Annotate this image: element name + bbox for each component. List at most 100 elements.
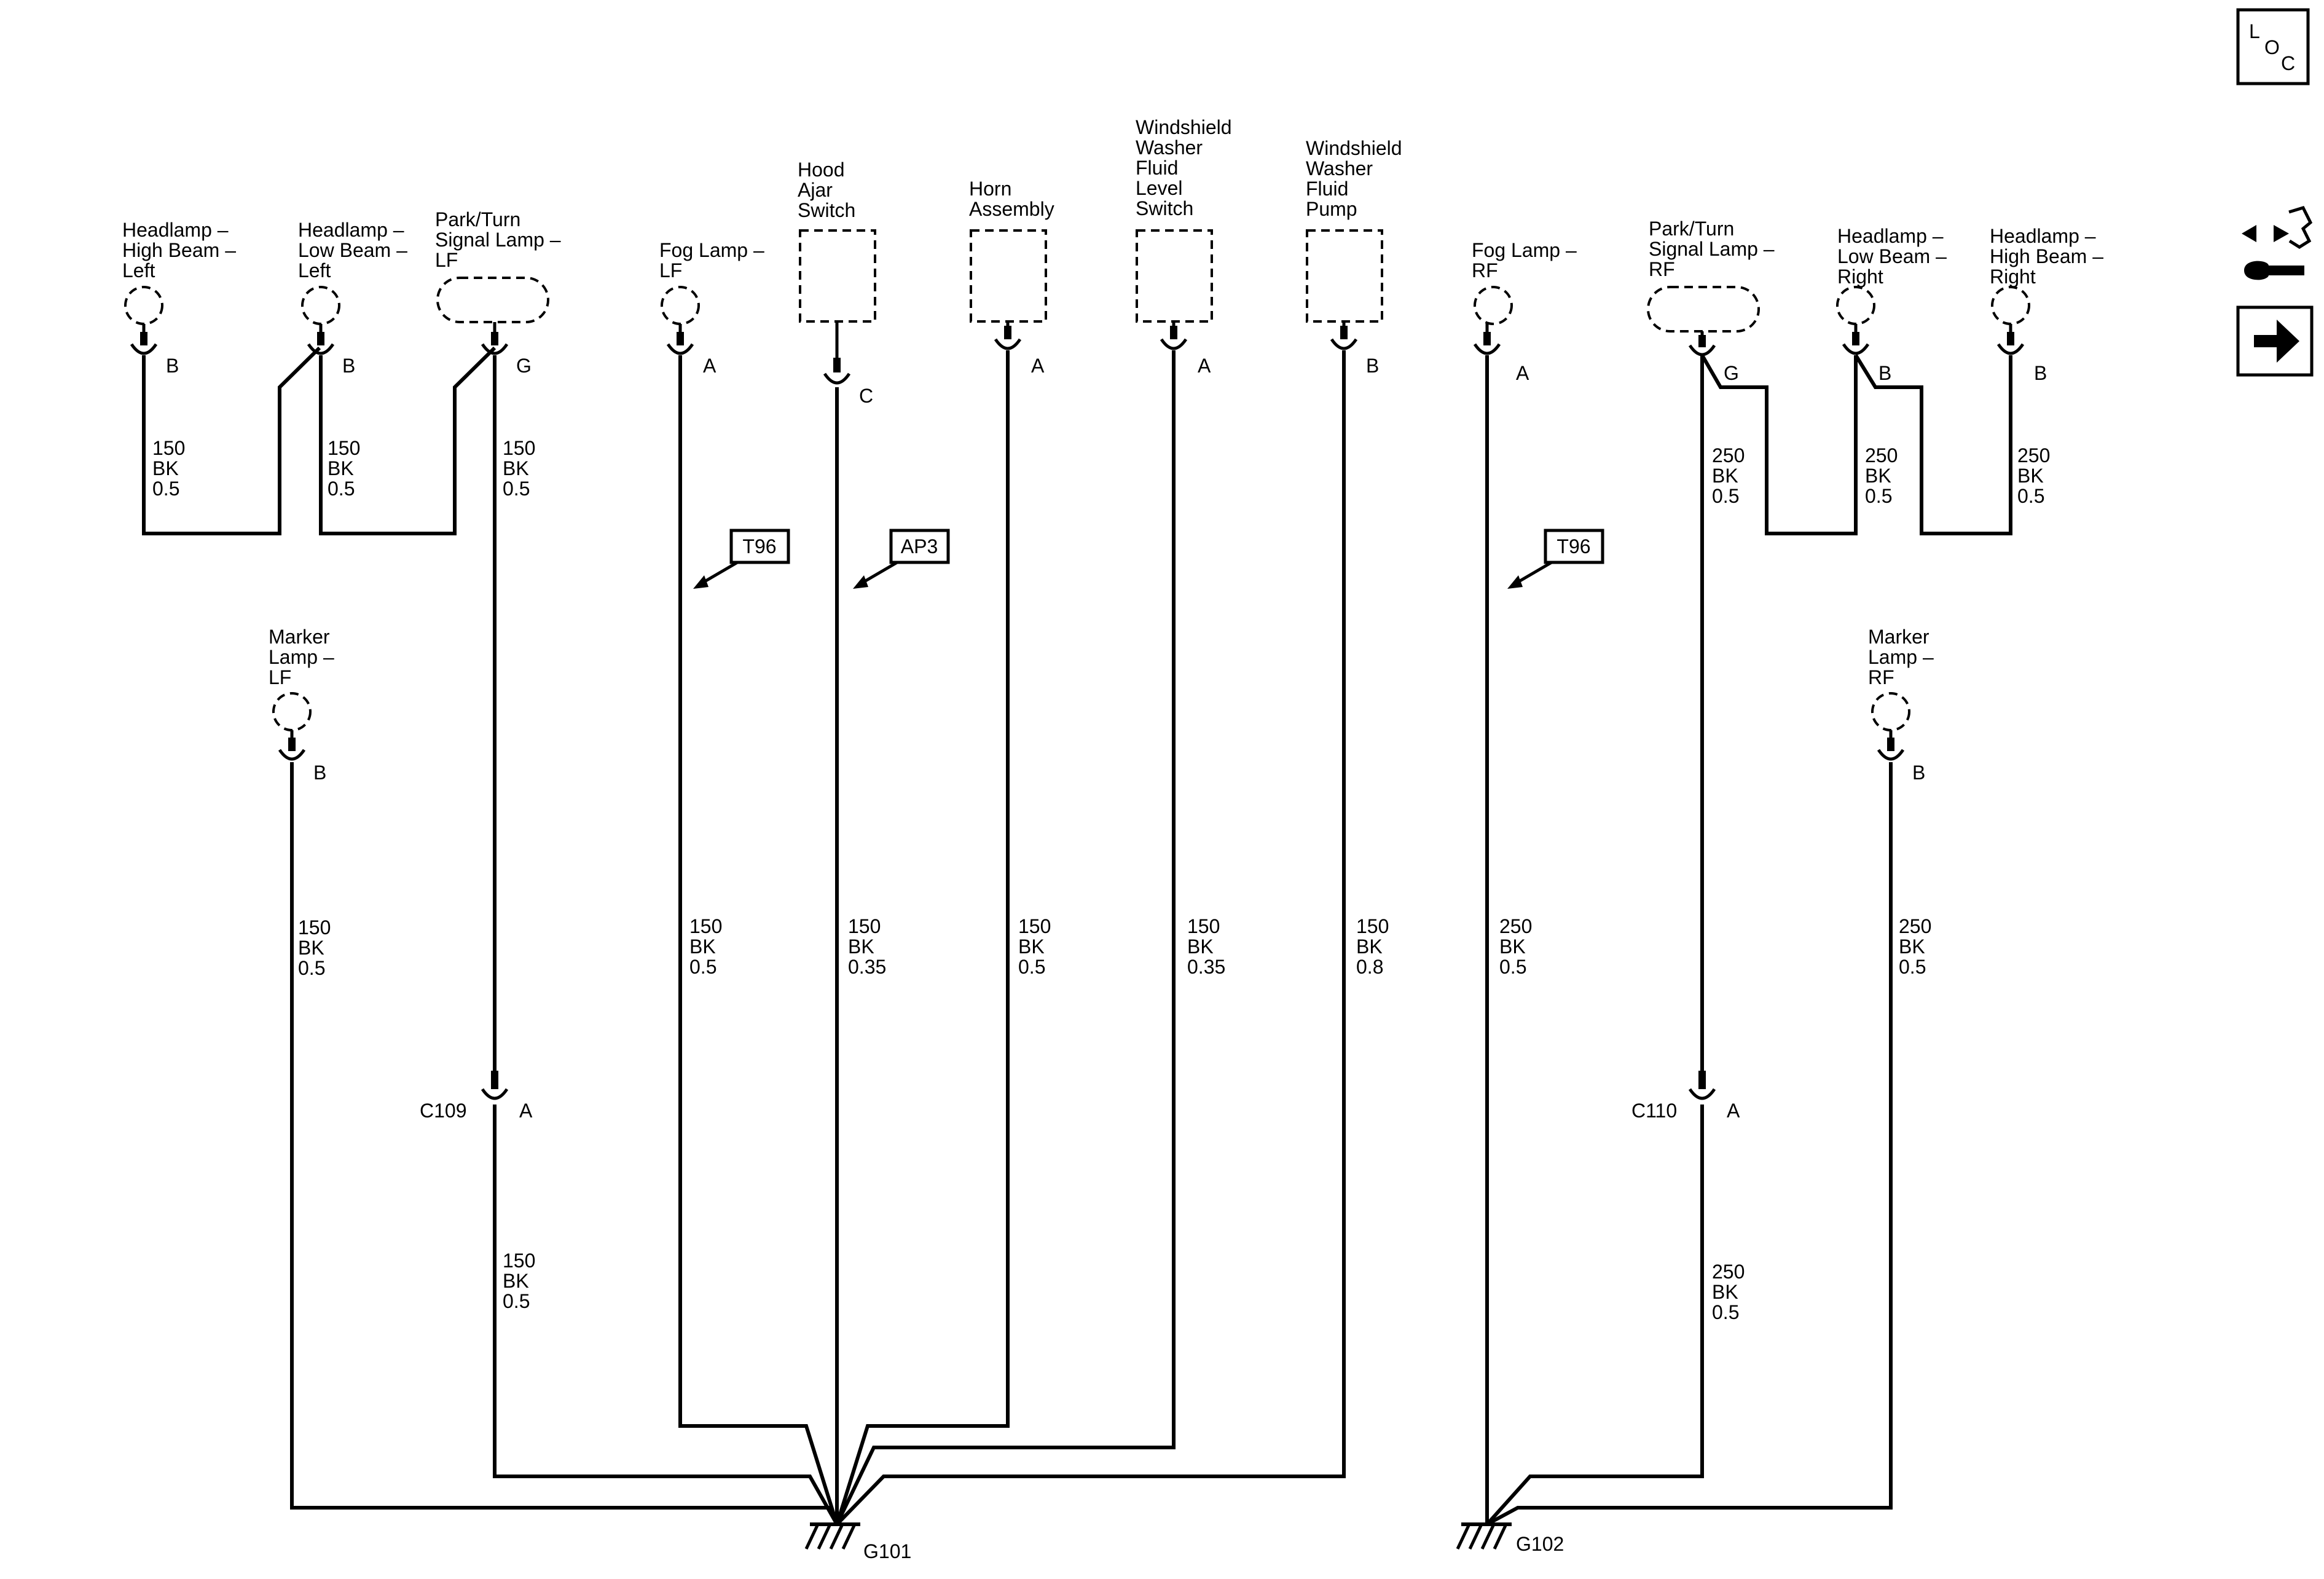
pin-marker-rf: B (1912, 762, 1925, 784)
terminal-fog-lf (666, 324, 694, 355)
ground-g101-label: G101 (863, 1540, 911, 1562)
pin-park-lf: G (516, 355, 532, 377)
label-hl-high-right: Headlamp – High Beam – Right (1990, 225, 2109, 288)
terminal-marker-lf (278, 730, 306, 761)
connector-tool-icon[interactable] (2242, 205, 2313, 280)
ref-ap3-label: AP3 (901, 535, 938, 557)
terminal-hl-high-left (130, 324, 158, 355)
washer-pump-symbol (1306, 229, 1383, 323)
wire-washer-level (835, 350, 1176, 1526)
terminal-marker-rf (1877, 730, 1905, 761)
wire-c109-g101 (493, 1105, 839, 1526)
label-hl-low-right: Headlamp – Low Beam – Right (1837, 225, 1952, 288)
pin-washer-level: A (1198, 355, 1211, 377)
headlamp-low-beam-right-symbol (1836, 286, 1875, 325)
wire-hl-low-right (1700, 354, 1858, 535)
loc-icon[interactable]: L O C (2236, 8, 2310, 85)
connector-c110-label: C110 (1631, 1100, 1677, 1122)
label-horn: Horn Assembly (969, 178, 1054, 220)
label-hl-low-left: Headlamp – Low Beam – Left (298, 219, 413, 282)
headlamp-high-beam-left-symbol (124, 286, 163, 325)
washer-level-switch-symbol (1136, 229, 1213, 323)
hood-ajar-switch-symbol (799, 229, 876, 323)
terminal-hl-low-left (307, 324, 335, 355)
label-washer-level: Windshield Washer Fluid Level Switch (1136, 116, 1237, 219)
label-marker-lf: Marker Lamp – LF (269, 626, 340, 688)
horn-assembly-symbol (970, 229, 1047, 323)
terminal-hl-high-right (1996, 324, 2025, 355)
wire-c110-g102 (1485, 1105, 1704, 1526)
terminal-park-lf (481, 322, 509, 355)
label-washer-pump: Windshield Washer Fluid Pump (1306, 137, 1407, 220)
headlamp-low-beam-left-symbol (301, 286, 340, 325)
headlamp-high-beam-right-symbol (1991, 286, 2030, 325)
pin-park-rf: G (1724, 362, 1739, 384)
next-arrow-icon[interactable] (2236, 305, 2314, 377)
label-hood-ajar: Hood Ajar Switch (798, 159, 855, 221)
marker-lamp-lf-symbol (272, 692, 312, 731)
park-turn-lamp-rf-symbol (1647, 286, 1760, 333)
label-park-turn-rf: Park/Turn Signal Lamp – RF (1649, 218, 1780, 280)
ref-t96-right[interactable]: T96 (1507, 529, 1604, 589)
components (124, 229, 2030, 731)
ref-ap3[interactable]: AP3 (853, 529, 950, 589)
wire-fog-lf (678, 355, 839, 1525)
pin-hood-ajar: C (859, 385, 873, 407)
loc-icon-l: L (2249, 20, 2260, 42)
wire-marker-lf (290, 762, 839, 1526)
pin-c109: A (519, 1100, 533, 1122)
wires (142, 346, 2012, 1526)
park-turn-lamp-lf-symbol (436, 277, 549, 323)
pin-marker-lf: B (313, 762, 326, 784)
ground-g102-symbol (1456, 1522, 1512, 1550)
pin-hl-high-right: B (2034, 362, 2047, 384)
pin-hl-low-right: B (1878, 362, 1891, 384)
ref-t96-left-label: T96 (742, 535, 776, 557)
inline-connector-c110 (1688, 1071, 1716, 1100)
wire-hl-high-right (1854, 354, 2012, 535)
pin-horn: A (1031, 355, 1045, 377)
connector-c109-label: C109 (420, 1100, 467, 1122)
terminal-park-rf (1688, 331, 1716, 356)
pin-c110: A (1727, 1100, 1740, 1122)
terminal-horn (994, 321, 1022, 350)
terminals (130, 321, 2025, 1100)
label-marker-rf: Marker Lamp – RF (1868, 626, 1939, 688)
pin-washer-pump: B (1366, 355, 1379, 377)
terminal-fog-rf (1473, 324, 1501, 355)
marker-lamp-rf-symbol (1871, 692, 1910, 731)
wire-marker-rf (1486, 762, 1893, 1526)
wire-horn (835, 350, 1010, 1525)
pin-hl-high-left: B (166, 355, 179, 377)
loc-icon-c: C (2281, 52, 2295, 74)
ref-t96-right-label: T96 (1557, 535, 1590, 557)
terminal-washer-level (1160, 321, 1188, 350)
pin-fog-rf: A (1516, 362, 1529, 384)
terminal-hood-ajar (823, 321, 851, 385)
component-labels: Headlamp – High Beam – Left Headlamp – L… (122, 116, 2109, 688)
pin-hl-low-left: B (342, 355, 355, 377)
pin-fog-lf: A (703, 355, 716, 377)
ref-t96-left[interactable]: T96 (693, 529, 790, 589)
label-fog-lf: Fog Lamp – LF (659, 239, 770, 282)
ground-g101-symbol (804, 1522, 860, 1550)
label-fog-rf: Fog Lamp – RF (1472, 239, 1582, 282)
wire-hl-low-left (319, 346, 497, 535)
